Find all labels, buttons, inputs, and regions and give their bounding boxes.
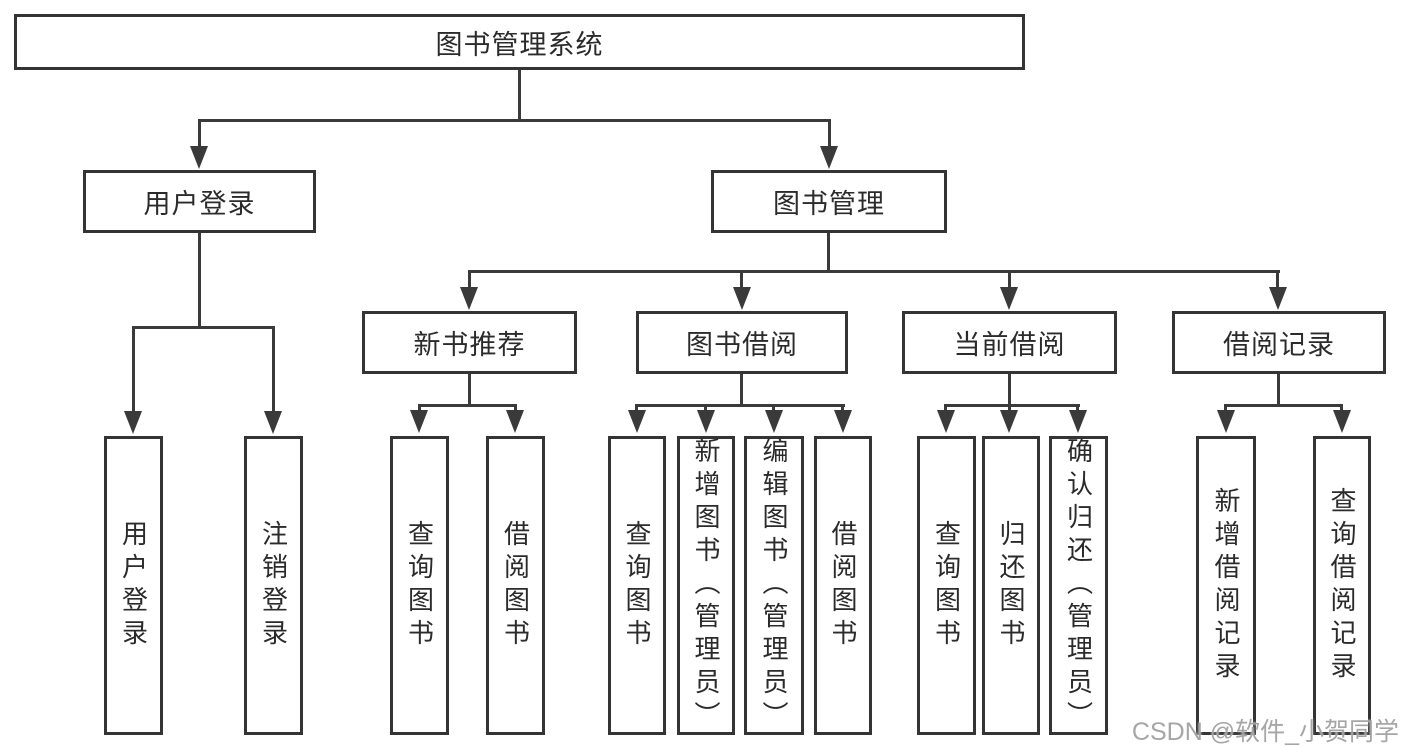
arrow-down-icon [124,411,142,434]
connector-leaf-shaft [1076,404,1079,413]
node-label: 新书推荐 [413,330,526,360]
arrow-down-icon [697,410,715,433]
arrow-down-icon [506,410,524,433]
arrow-down-icon [1217,410,1235,433]
connector-current-drop [1008,374,1011,407]
connector-login-branch [132,326,275,329]
connector-level2-shaft [1276,270,1279,290]
arrow-down-icon [1333,410,1351,433]
leaf-label: 归还图书 [996,519,1026,652]
connector-level2-shaft [1008,270,1011,290]
leaf-query-borrow-record: 查询借阅记录 [1313,436,1371,735]
leaf-user-login: 用户登录 [104,436,163,735]
node-label: 图书管理 [773,189,885,219]
arrow-down-icon [1069,410,1087,433]
connector-newbook-branch [418,404,517,407]
node-book-management: 图书管理 [711,170,947,233]
connector-level1-branch [198,119,831,122]
arrow-down-icon [733,287,751,310]
leaf-label: 编辑图书（管理员） [759,437,789,734]
csdn-watermark: CSDN @软件_小贺同学 [1131,718,1399,746]
arrow-down-icon [628,410,646,433]
arrow-down-icon [834,410,852,433]
connector-borrow-branch [636,404,845,407]
node-label: 用户登录 [143,189,256,219]
arrow-down-icon [1000,287,1018,310]
leaf-label: 查询图书 [931,519,962,652]
connector-mgmt-drop [827,233,830,273]
node-label: 借阅记录 [1223,330,1335,360]
arrow-down-icon [410,410,428,433]
connector-leaf-shaft [1340,404,1343,413]
node-book-borrow: 图书借阅 [636,311,848,374]
leaf-add-book-admin: 新增图书（管理员） [677,436,735,735]
node-label: 当前借阅 [953,330,1066,360]
leaf-borrow-books-recommend: 借阅图书 [486,436,545,735]
arrow-down-icon [937,410,955,433]
leaf-query-books-current: 查询图书 [917,436,976,735]
leaf-label: 借阅图书 [828,519,858,652]
leaf-label: 用户登录 [118,519,149,652]
arrow-down-icon [765,410,783,433]
connector-login-drop [198,233,201,328]
leaf-query-books-borrow: 查询图书 [608,436,666,735]
leaf-label: 借阅图书 [500,519,531,652]
arrow-down-icon [264,411,282,434]
node-borrow-records: 借阅记录 [1172,311,1386,374]
connector-borrow-drop [740,374,743,407]
leaf-label: 新增借阅记录 [1211,486,1241,685]
connector-leaf-shaft [1224,404,1227,413]
leaf-label: 查询图书 [622,519,652,652]
connector-root-drop [518,70,521,121]
connector-newbook-drop [468,374,471,407]
connector-records-drop [1277,374,1280,407]
node-user-login: 用户登录 [83,170,316,233]
connector-leaf-shaft [944,404,947,413]
connector-records-branch [1225,404,1343,407]
leaf-confirm-return-admin: 确认归还（管理员） [1049,436,1108,735]
connector-login-shaft [198,119,201,148]
arrow-down-icon [460,287,478,310]
leaf-edit-book-admin: 编辑图书（管理员） [744,436,804,735]
connector-leaf-shaft [704,404,707,413]
connector-level2-branch [468,270,1280,273]
node-label: 图书管理系统 [435,29,604,60]
leaf-borrow-books: 借阅图书 [814,436,872,735]
leaf-logout: 注销登录 [244,436,303,735]
arrow-down-icon [190,146,208,169]
connector-mgmt-shaft [828,119,831,148]
connector-leaf-shaft [635,404,638,413]
connector-leaf-shaft [514,404,517,413]
leaf-label: 新增图书（管理员） [691,437,721,734]
leaf-label: 确认归还（管理员） [1063,437,1094,734]
arrow-down-icon [820,146,838,169]
node-library-system: 图书管理系统 [14,14,1025,70]
node-current-borrow: 当前借阅 [902,311,1117,374]
leaf-label: 注销登录 [258,519,289,652]
node-label: 图书借阅 [686,330,798,360]
connector-level2-shaft [468,270,471,290]
arrow-down-icon [1000,410,1018,433]
connector-leaf-shaft [772,404,775,413]
leaf-query-books-recommend: 查询图书 [390,436,449,735]
leaf-return-books: 归还图书 [982,436,1040,735]
node-new-book-recommend: 新书推荐 [362,311,577,374]
connector-leaf-shaft [841,404,844,413]
leaf-add-borrow-record: 新增借阅记录 [1196,436,1256,735]
connector-level2-shaft [740,270,743,290]
connector-leaf-shaft [132,326,135,413]
connector-current-branch [945,404,1080,407]
arrow-down-icon [1269,287,1287,310]
connector-leaf-shaft [272,326,275,413]
leaf-label: 查询借阅记录 [1327,486,1357,685]
connector-leaf-shaft [418,404,421,413]
leaf-label: 查询图书 [404,519,435,652]
connector-leaf-shaft [1008,404,1011,413]
